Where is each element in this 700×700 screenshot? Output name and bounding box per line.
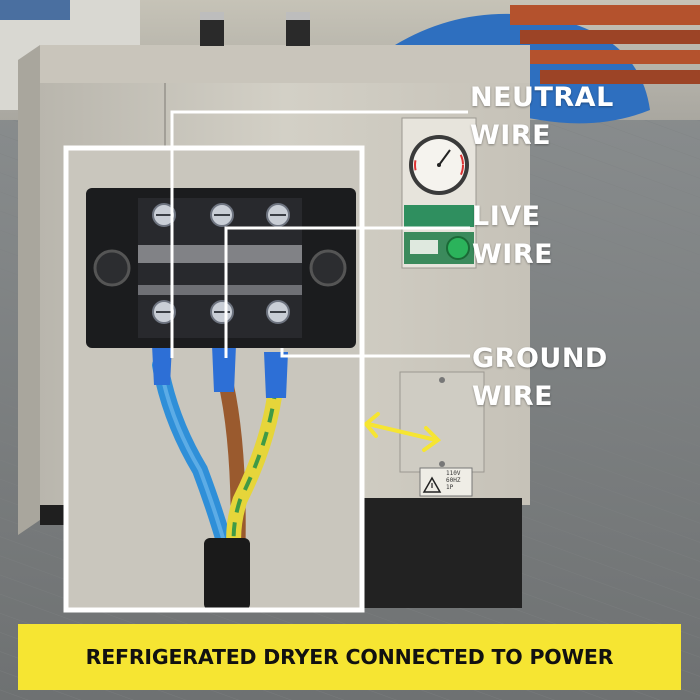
cable-bundle bbox=[152, 357, 284, 610]
ground-callout-line bbox=[280, 348, 470, 358]
terminal-caps bbox=[152, 345, 288, 398]
cabinet-base bbox=[360, 498, 522, 608]
access-panel bbox=[399, 371, 485, 473]
gauge-icon bbox=[409, 135, 469, 195]
spec-plate-text: 110V 60HZ 1P bbox=[446, 470, 461, 491]
terminal-block bbox=[86, 188, 356, 348]
cabinet-side bbox=[18, 45, 40, 535]
neutral-callout-line bbox=[170, 110, 468, 358]
power-cable-jacket bbox=[204, 538, 250, 610]
caption-banner: REFRIGERATED DRYER CONNECTED TO POWER bbox=[18, 624, 681, 690]
neutral-wire-label: NEUTRAL WIRE bbox=[470, 82, 614, 151]
live-callout-line bbox=[224, 226, 470, 358]
pallet-stack bbox=[510, 5, 700, 25]
power-button-icon bbox=[446, 236, 470, 260]
highlight-frame bbox=[63, 145, 365, 613]
warning-triangle-icon bbox=[422, 476, 442, 493]
live-wire-label: LIVE WIRE bbox=[472, 201, 554, 270]
ground-wire-label: GROUND WIRE bbox=[472, 343, 608, 412]
callout-lines bbox=[170, 110, 470, 358]
caption-text: REFRIGERATED DRYER CONNECTED TO POWER bbox=[85, 645, 614, 669]
double-arrow-icon bbox=[363, 412, 442, 452]
